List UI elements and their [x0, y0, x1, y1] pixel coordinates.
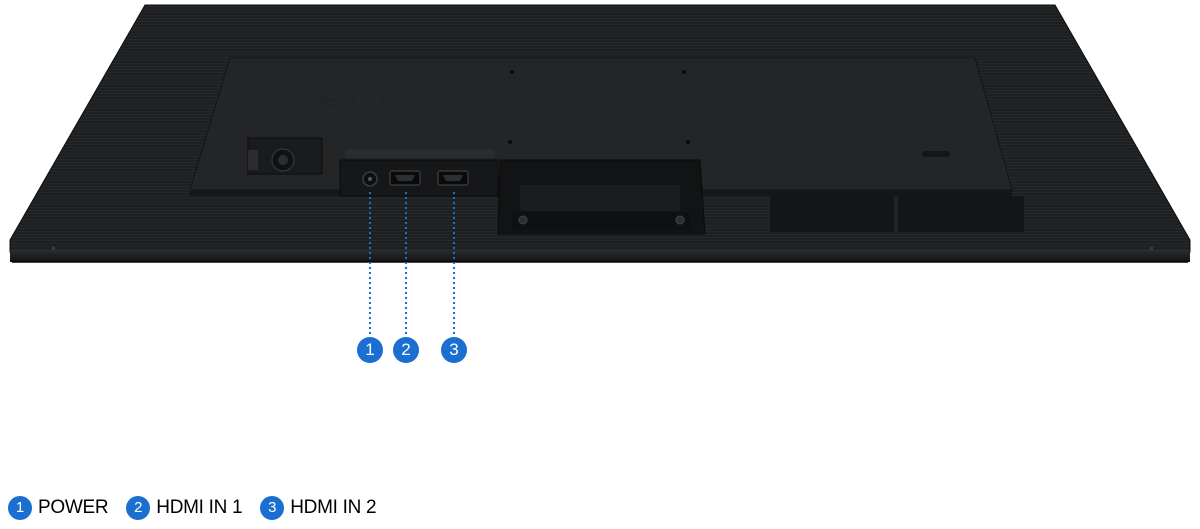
callout-badge-1: 1: [357, 337, 383, 363]
joystick-module: [247, 137, 323, 175]
legend-number-1: 1: [8, 496, 32, 520]
brand-logo: SAMSUNG: [318, 97, 388, 109]
vesa-screw-holes: [508, 70, 690, 144]
legend-item-hdmi-2: 3 HDMI IN 2: [260, 496, 377, 520]
callout-badge-2: 2: [393, 337, 419, 363]
hdmi-port-2: [437, 170, 469, 186]
legend-number-2: 2: [126, 496, 151, 520]
port-legend: 1 POWER 2 HDMI IN 1 3 HDMI IN 2: [8, 495, 394, 521]
hdmi-port-1: [389, 170, 421, 186]
legend-item-power: 1 POWER: [8, 496, 109, 520]
legend-number-3: 3: [260, 496, 285, 520]
monitor-bottom-edge: [10, 250, 1190, 262]
legend-item-hdmi-1: 2 HDMI IN 1: [126, 496, 243, 520]
vent-grille: [770, 196, 1024, 232]
legend-label-hdmi-1: HDMI IN 1: [156, 497, 243, 518]
stand-mount: [497, 159, 706, 235]
legend-label-power: POWER: [38, 497, 109, 518]
callout-badge-3: 3: [441, 337, 467, 363]
legend-label-hdmi-2: HDMI IN 2: [290, 497, 377, 518]
